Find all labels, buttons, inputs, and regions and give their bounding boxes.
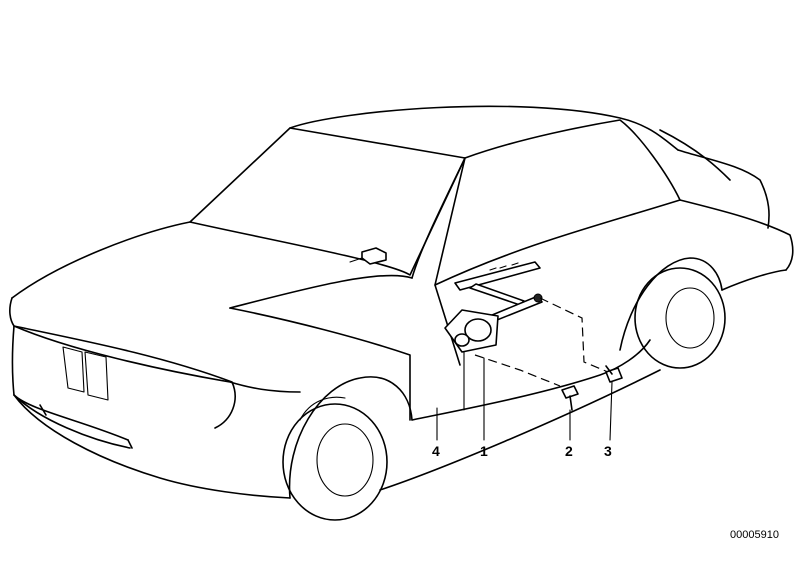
callout-2: 2 <box>565 443 573 459</box>
window-regulator <box>444 261 543 353</box>
callout-4: 4 <box>432 443 440 459</box>
leader-lines <box>436 351 613 441</box>
assembly-lines <box>474 297 609 387</box>
reference-code: 00005910 <box>730 529 779 541</box>
bolt-2 <box>561 385 579 411</box>
car-body <box>9 105 794 521</box>
callout-3: 3 <box>604 443 612 459</box>
callout-1: 1 <box>480 443 488 459</box>
bolt-3 <box>605 365 623 383</box>
